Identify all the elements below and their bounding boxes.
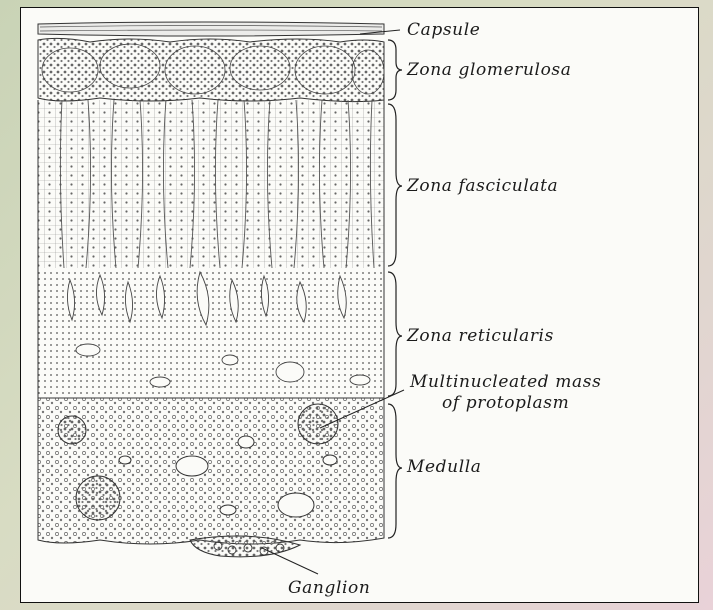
zona-fasciculata-layer [38, 100, 384, 268]
zona-reticularis-layer [38, 268, 384, 398]
medulla-layer [38, 398, 384, 544]
brace-medulla [388, 404, 402, 538]
brace-zona-fasciculata [388, 104, 402, 266]
zone-braces [388, 40, 402, 538]
label-ganglion: Ganglion [288, 578, 370, 598]
ganglion-leader-line [262, 548, 318, 574]
label-capsule: Capsule [407, 20, 480, 40]
capsule-layer [38, 22, 384, 36]
label-multinucleated-line2: of protoplasm [442, 393, 569, 413]
label-multinucleated-line1: Multinucleated mass [410, 372, 601, 392]
zona-glomerulosa-layer [38, 38, 384, 101]
label-zona-reticularis: Zona reticularis [407, 326, 554, 346]
brace-zona-reticularis [388, 272, 402, 396]
label-medulla: Medulla [407, 457, 482, 477]
label-zona-glomerulosa: Zona glomerulosa [407, 60, 571, 80]
brace-zona-glomerulosa [388, 40, 402, 100]
label-zona-fasciculata: Zona fasciculata [407, 176, 558, 196]
